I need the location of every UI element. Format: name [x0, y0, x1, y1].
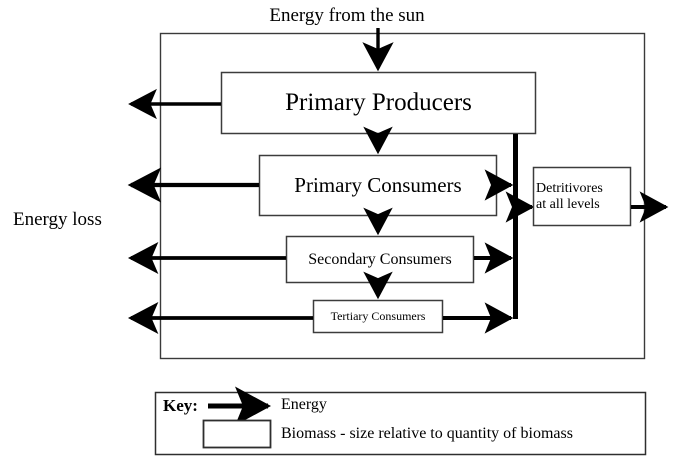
- solar-energy-label: Energy from the sun: [269, 5, 425, 26]
- key-biomass-label: Biomass - size relative to quantity of b…: [281, 425, 573, 442]
- key-energy-label: Energy: [281, 396, 327, 413]
- energy-loss-label: Energy loss: [13, 209, 102, 230]
- detritivores-label-line-2: at all levels: [536, 196, 600, 212]
- key-title: Key:: [163, 396, 198, 415]
- box-label-primary-producers: Primary Producers: [285, 89, 472, 116]
- box-detritivores: [532, 166, 632, 227]
- box-label-tertiary-consumers: Tertiary Consumers: [330, 308, 426, 323]
- box-primary-producers: [220, 71, 537, 135]
- detritivores-label-line-1: Detritivores: [536, 180, 603, 196]
- key-biomass-box-sample: [202, 419, 272, 449]
- box-tertiary-consumers: [312, 299, 444, 334]
- box-label-detritivores: Detritivores at all levels: [534, 168, 630, 225]
- box-label-primary-consumers: Primary Consumers: [294, 172, 462, 197]
- box-label-secondary-consumers: Secondary Consumers: [308, 250, 452, 268]
